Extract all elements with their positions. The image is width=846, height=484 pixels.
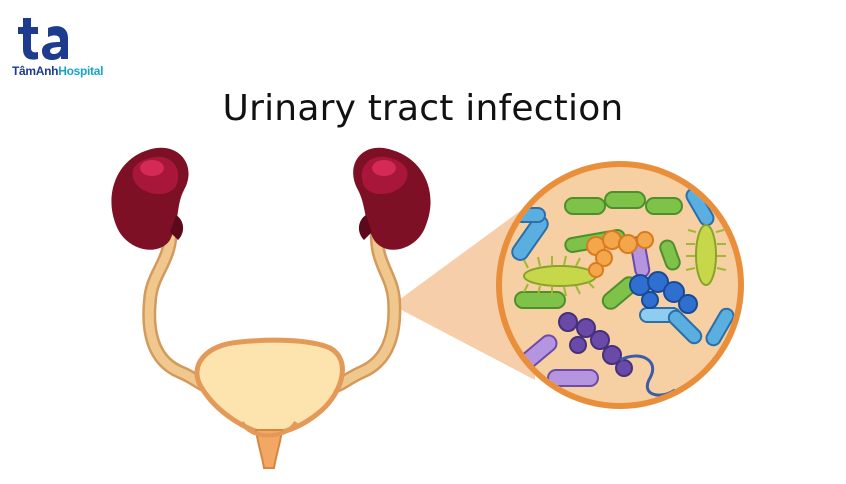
logo-wordmark: TâmAnhHospital — [12, 64, 103, 78]
bladder-icon — [194, 337, 345, 435]
logo-name: TâmAnh — [12, 64, 59, 78]
magnifier-cone — [392, 200, 535, 380]
bacteria-magnifier-icon — [496, 161, 744, 409]
left-kidney-icon — [111, 147, 189, 250]
page-title: Urinary tract infection — [222, 88, 624, 129]
right-ureter-icon — [323, 215, 402, 395]
brand-logo: TâmAnhHospital — [12, 14, 122, 78]
urethra-icon — [240, 420, 298, 469]
left-ureter-icon — [142, 213, 219, 395]
tamanh-logo-icon — [18, 18, 68, 60]
spiky-bacterium — [685, 224, 727, 286]
purple-cocci — [558, 312, 633, 377]
orange-cocci — [586, 230, 654, 278]
logo-suffix: Hospital — [58, 64, 104, 78]
blue-cocci — [629, 271, 698, 314]
right-kidney-icon — [353, 147, 431, 250]
